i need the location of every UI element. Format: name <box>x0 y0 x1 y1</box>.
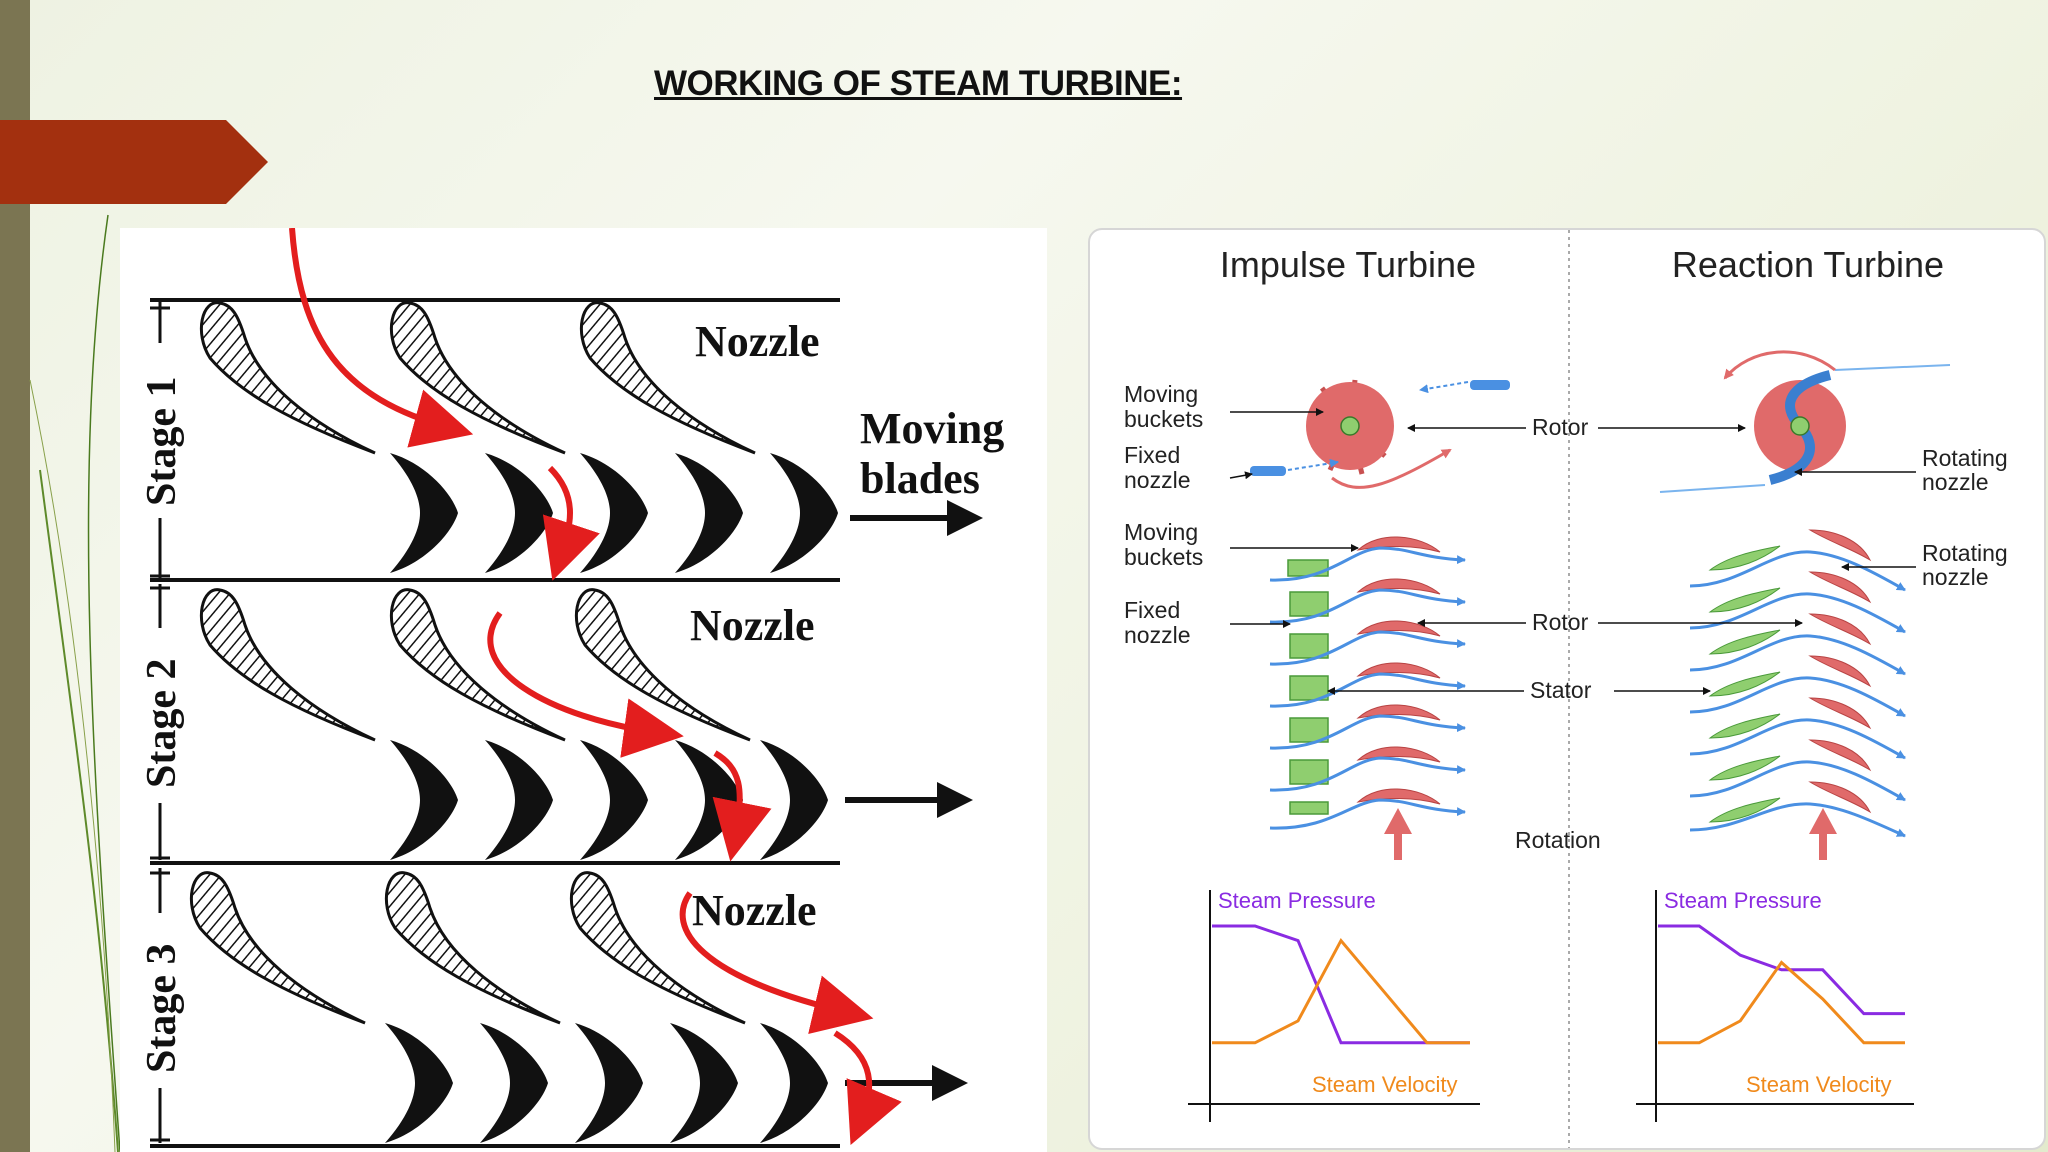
nozzle-label-stage-3: Nozzle <box>692 886 817 935</box>
nozzle-blade <box>389 301 567 455</box>
reaction-velocity-label: Steam Velocity <box>1746 1072 1892 1097</box>
moving-blade <box>385 1023 453 1143</box>
label-moving-buckets-mid-2: buckets <box>1124 544 1203 570</box>
label-moving-buckets-top-1: Moving <box>1124 381 1198 407</box>
label-rotor-top: Rotor <box>1532 414 1589 440</box>
nozzle-blade <box>189 871 367 1025</box>
nozzle-blade <box>199 588 377 742</box>
label-fixed-nozzle-top-1: Fixed <box>1124 442 1180 468</box>
moving-blade <box>485 740 553 860</box>
stage-3-label: Stage 3 <box>139 944 185 1074</box>
reaction-velocity-line <box>1658 960 1905 1045</box>
stage-diagram: Stage 1 Stage 2 Stage 3 Nozzle Nozz <box>120 228 1047 1152</box>
label-moving-buckets-mid-1: Moving <box>1124 519 1198 545</box>
moving-blade <box>480 1023 548 1143</box>
impulse-vs-reaction-diagram: Impulse Turbine Reaction Turbine <box>1088 228 2046 1150</box>
nozzle-blade <box>389 588 567 742</box>
reaction-pressure-label: Steam Pressure <box>1664 888 1822 913</box>
impulse-rotor <box>1250 379 1510 489</box>
moving-blade <box>675 453 743 573</box>
moving-blades-label-line2: blades <box>860 454 980 503</box>
moving-blade <box>675 740 743 860</box>
label-rotating-nozzle-top-1: Rotating <box>1922 445 2008 471</box>
label-fixed-nozzle-mid-2: nozzle <box>1124 622 1190 648</box>
reaction-turbine-title: Reaction Turbine <box>1672 244 1944 285</box>
stage-2-label: Stage 2 <box>139 659 185 789</box>
label-rotating-nozzle-mid-2: nozzle <box>1922 564 1988 590</box>
slide-title: WORKING OF STEAM TURBINE: <box>654 64 1183 103</box>
label-rotor-mid: Rotor <box>1532 609 1589 635</box>
label-stator: Stator <box>1530 677 1592 703</box>
title-accent-arrow <box>0 120 268 204</box>
nozzle-blade <box>384 871 562 1025</box>
label-fixed-nozzle-top-2: nozzle <box>1124 467 1190 493</box>
moving-blade <box>575 1023 643 1143</box>
impulse-blade-row <box>1269 536 1466 860</box>
impulse-pressure-label: Steam Pressure <box>1218 888 1376 913</box>
label-rotating-nozzle-top-2: nozzle <box>1922 469 1988 495</box>
reaction-pressure-line <box>1658 924 1905 1016</box>
impulse-velocity-label: Steam Velocity <box>1312 1072 1458 1097</box>
label-rotating-nozzle-mid-1: Rotating <box>1922 540 2008 566</box>
nozzle-label-stage-2: Nozzle <box>690 601 815 650</box>
steam-flow-arrows <box>289 228 902 1146</box>
moving-blade <box>770 453 838 573</box>
reaction-graph: Steam Pressure Steam Velocity <box>1636 888 1914 1122</box>
stage-1-label: Stage 1 <box>139 377 185 507</box>
label-moving-buckets-top-2: buckets <box>1124 406 1203 432</box>
impulse-graph: Steam Pressure Steam Velocity <box>1188 888 1480 1122</box>
impulse-turbine-title: Impulse Turbine <box>1220 244 1476 285</box>
moving-blade <box>580 740 648 860</box>
moving-blade <box>670 1023 738 1143</box>
moving-blade <box>485 453 553 573</box>
moving-blade <box>390 740 458 860</box>
moving-blade <box>760 740 828 860</box>
label-rotation: Rotation <box>1515 827 1601 853</box>
moving-blade <box>580 453 648 573</box>
moving-blade <box>390 453 458 573</box>
reaction-rotor <box>1659 350 1951 493</box>
label-fixed-nozzle-mid-1: Fixed <box>1124 597 1180 623</box>
reaction-blade-row <box>1689 529 1906 860</box>
decorative-swirl <box>29 214 121 1152</box>
impulse-velocity-line <box>1212 937 1470 1045</box>
nozzle-label-stage-1: Nozzle <box>695 317 820 366</box>
moving-blade <box>760 1023 828 1143</box>
moving-blades-label-line1: Moving <box>860 404 1004 453</box>
